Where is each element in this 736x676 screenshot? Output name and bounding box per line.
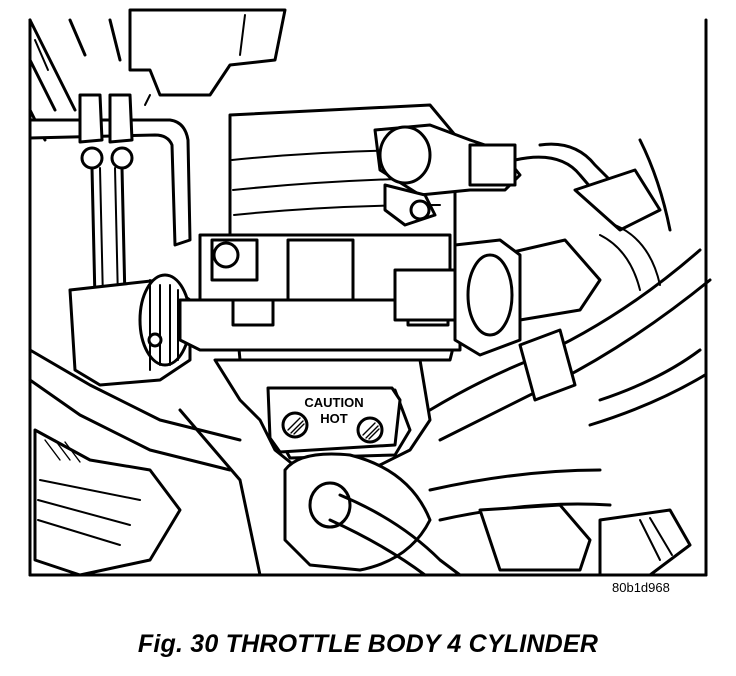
figure-reference-id: 80b1d968 bbox=[612, 580, 670, 595]
accelerator-cable-bundle bbox=[28, 93, 192, 362]
lower-right-components bbox=[428, 468, 692, 577]
hand-warning-icon bbox=[356, 416, 384, 444]
sensor-connector bbox=[373, 123, 522, 227]
idle-air-control-motor bbox=[453, 238, 522, 357]
vacuum-hose bbox=[428, 248, 712, 442]
upper-bracket bbox=[128, 8, 287, 106]
throttle-linkage-cam bbox=[68, 273, 192, 387]
drawing-frame bbox=[28, 18, 708, 577]
caution-hot-label: CAUTION HOT bbox=[266, 386, 402, 454]
figure-caption: Fig. 30 THROTTLE BODY 4 CYLINDER bbox=[137, 630, 599, 658]
hand-warning-icon bbox=[281, 411, 309, 439]
coolant-outlet-port bbox=[283, 452, 462, 577]
caution-label-line1: CAUTION bbox=[304, 395, 363, 410]
lower-left-components bbox=[28, 348, 262, 577]
caution-label-line2: HOT bbox=[320, 411, 348, 426]
wiring-harness bbox=[498, 138, 672, 322]
left-bracket-linework bbox=[28, 18, 122, 142]
